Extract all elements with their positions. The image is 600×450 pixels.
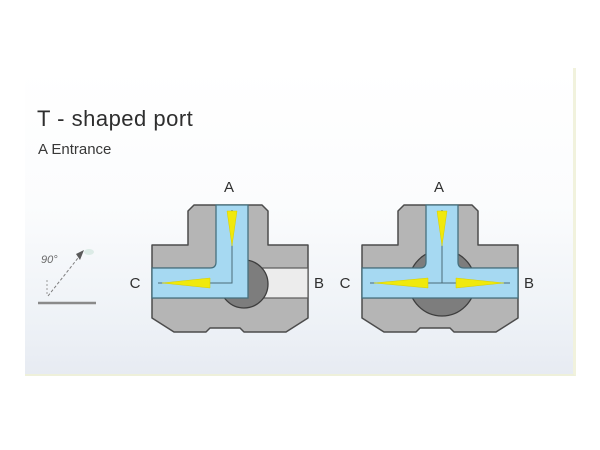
arrow-down-a [436, 210, 448, 247]
arrow-down-a [226, 210, 238, 247]
port-label-b-right-valve: B [523, 275, 534, 292]
valve-diagram-a-to-c [151, 204, 309, 333]
valve-diagram-a-to-b-and-c [361, 204, 519, 333]
flow-channel-t-shape [361, 204, 519, 299]
angle-ray-dashed [47, 257, 79, 297]
angle-arrowhead [76, 250, 84, 260]
port-label-a-right-valve: A [433, 179, 444, 196]
rotation-angle-label: 90° [41, 254, 58, 266]
arrow-left-c [373, 277, 429, 289]
flow-channel-l-shape [151, 204, 249, 299]
port-label-b-left-valve: B [313, 275, 324, 292]
port-label-a-left-valve: A [223, 179, 234, 196]
port-label-c-right-valve: C [339, 275, 351, 292]
arrow-right-b [455, 277, 505, 289]
page-subtitle: A Entrance [38, 141, 112, 158]
arrow-left-c [161, 277, 211, 289]
port-label-c-left-valve: C [129, 275, 141, 292]
page-title: T - shaped port [37, 106, 194, 131]
rotation-90-icon [38, 249, 96, 305]
angle-highlight [84, 249, 94, 255]
